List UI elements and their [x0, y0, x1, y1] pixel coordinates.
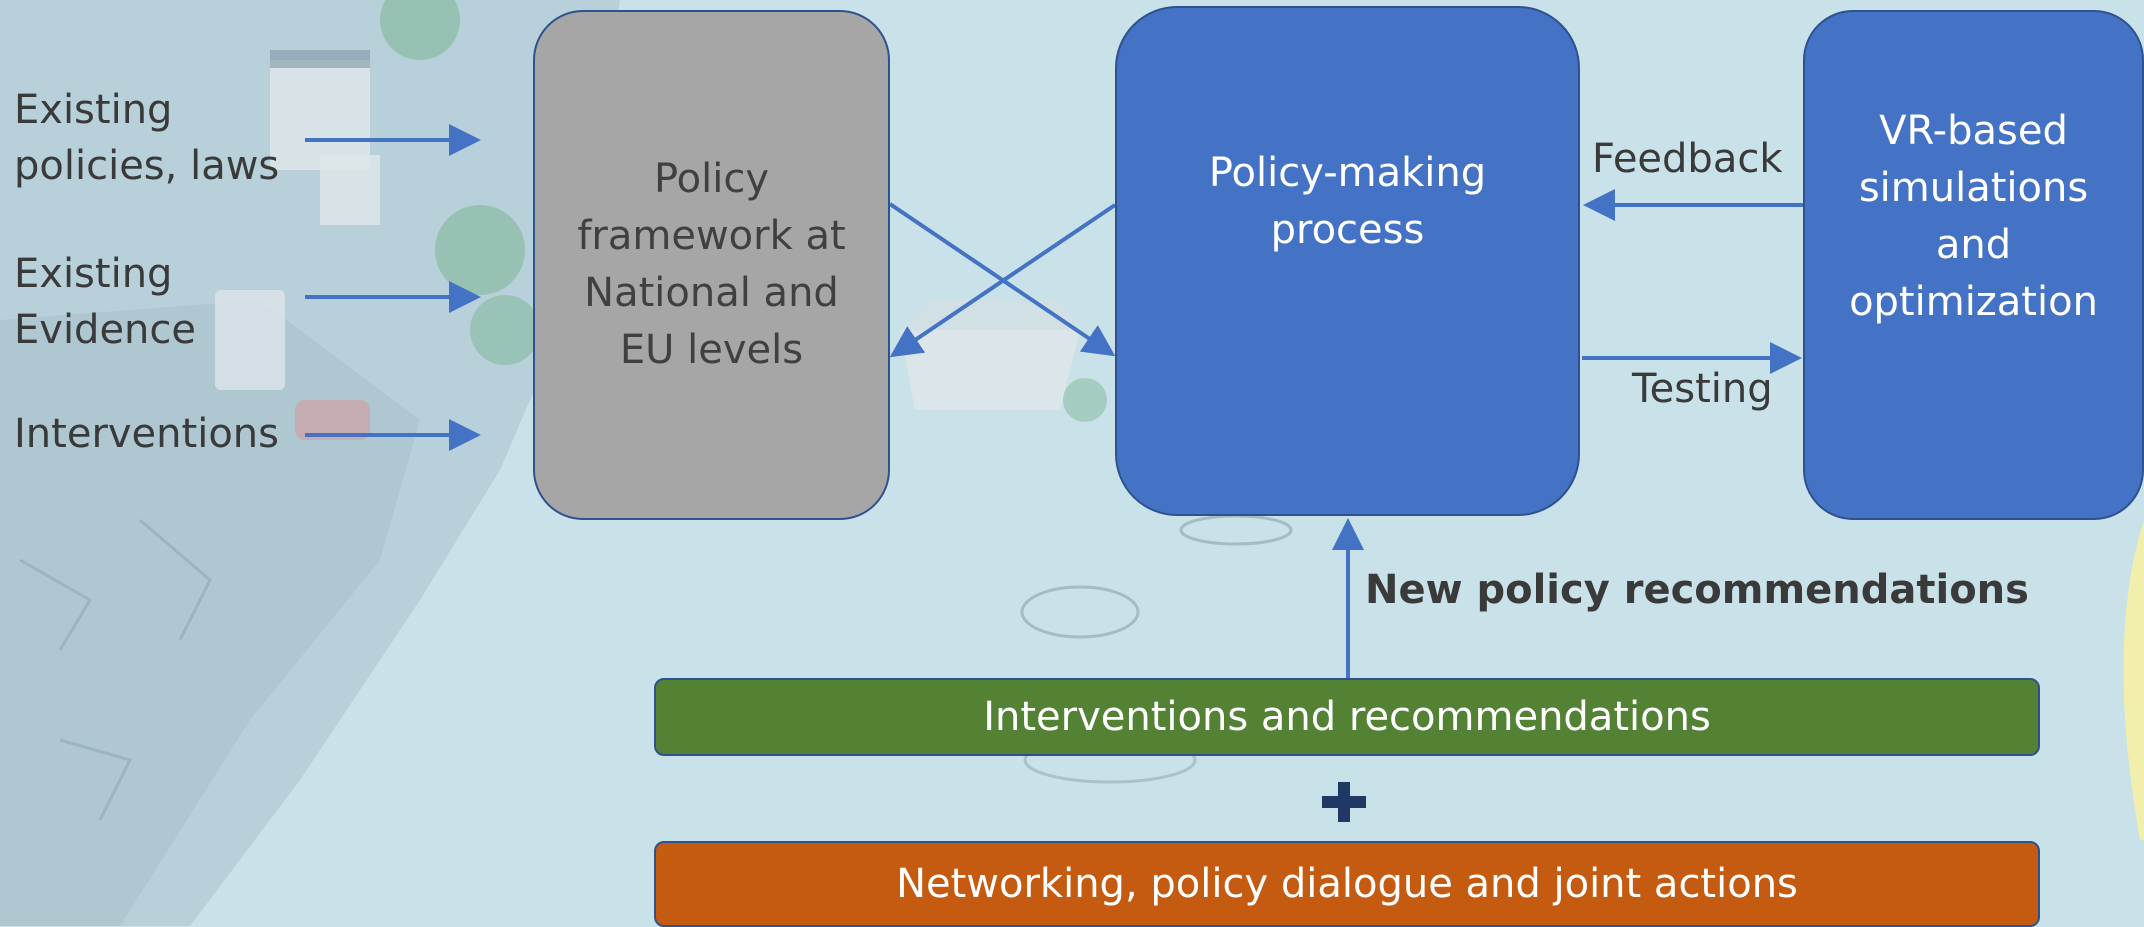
input-label-existing-policies: Existing policies, laws — [14, 87, 280, 189]
policy-framework-label: Policy framework at National and EU leve… — [577, 156, 846, 373]
new-policy-recommendations-label: New policy recommendations — [1365, 567, 2029, 613]
policy-making-label: Policy-making process — [1208, 150, 1487, 253]
input-label-existing-evidence: Existing Evidence — [14, 251, 197, 353]
networking-dialogue-label: Networking, policy dialogue and joint ac… — [896, 861, 1798, 907]
feedback-label: Feedback — [1592, 136, 1783, 182]
interventions-recommendations-label: Interventions and recommendations — [983, 694, 1711, 740]
plus-icon — [1322, 782, 1366, 822]
vr-simulations-label: VR-based simulations and optimization — [1849, 108, 2098, 325]
input-label-interventions: Interventions — [14, 411, 279, 457]
testing-label: Testing — [1632, 366, 1773, 412]
networking-dialogue-bar: Networking, policy dialogue and joint ac… — [654, 841, 2040, 927]
policy-framework-box: Policy framework at National and EU leve… — [533, 10, 890, 520]
policy-making-box: Policy-making process — [1115, 6, 1580, 516]
arrow-framework-to-process — [888, 202, 1116, 357]
arrow-process-to-framework — [889, 203, 1117, 358]
vr-simulations-box: VR-based simulations and optimization — [1803, 10, 2144, 520]
interventions-recommendations-bar: Interventions and recommendations — [654, 678, 2040, 756]
